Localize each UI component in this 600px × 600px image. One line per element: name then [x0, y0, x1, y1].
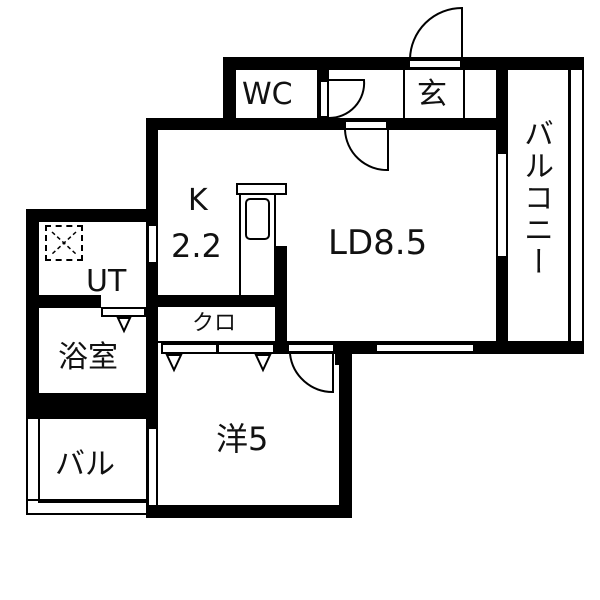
washing-machine-icon [45, 225, 83, 261]
closet-box [158, 307, 275, 343]
wc-door-jamb [319, 80, 329, 118]
kitchen-counter [236, 183, 287, 195]
bath-door-frame [101, 307, 146, 317]
wall [146, 295, 282, 307]
ld-door-frame [344, 120, 388, 130]
western-room-window [147, 427, 158, 507]
western-room-door-frame [287, 343, 335, 353]
room-label-kitchen-size: 2.2 [171, 227, 222, 265]
room-label-balcony-small: バル [55, 447, 115, 482]
room-label-bathroom: 浴室 [58, 340, 118, 375]
ld-bottom-window [375, 343, 475, 353]
wall [146, 118, 158, 328]
wall [26, 209, 39, 419]
room-label-utility: UT [86, 264, 127, 299]
wall [26, 393, 158, 419]
wall [146, 118, 508, 130]
wall [223, 57, 236, 130]
room-label-wc: WC [242, 77, 293, 112]
balcony-main-rail [569, 70, 584, 341]
room-label-entrance: 玄 [417, 77, 447, 112]
closet-door-right [217, 343, 275, 354]
room-label-kitchen-name: K [188, 183, 208, 218]
wall [26, 209, 158, 222]
wall [339, 341, 352, 518]
room-label-balcony-main: バルコニー [518, 118, 553, 278]
balcony-small-rail [26, 419, 148, 515]
kitchen-counter-body [239, 193, 276, 297]
room-label-western-room: 洋5 [216, 420, 269, 458]
entrance-door-frame [408, 59, 462, 69]
entrance-partition [403, 70, 465, 118]
ut-window [147, 224, 158, 264]
wall [26, 295, 101, 308]
balcony-small-inner [38, 419, 148, 503]
room-label-closet: クロ [192, 311, 237, 336]
kitchen-sink [245, 198, 270, 240]
room-label-living-dining: LD8.5 [328, 223, 428, 263]
wall [335, 341, 352, 365]
wall [275, 246, 287, 354]
wall [146, 505, 352, 518]
ld-window [496, 152, 508, 258]
wall [223, 57, 584, 70]
